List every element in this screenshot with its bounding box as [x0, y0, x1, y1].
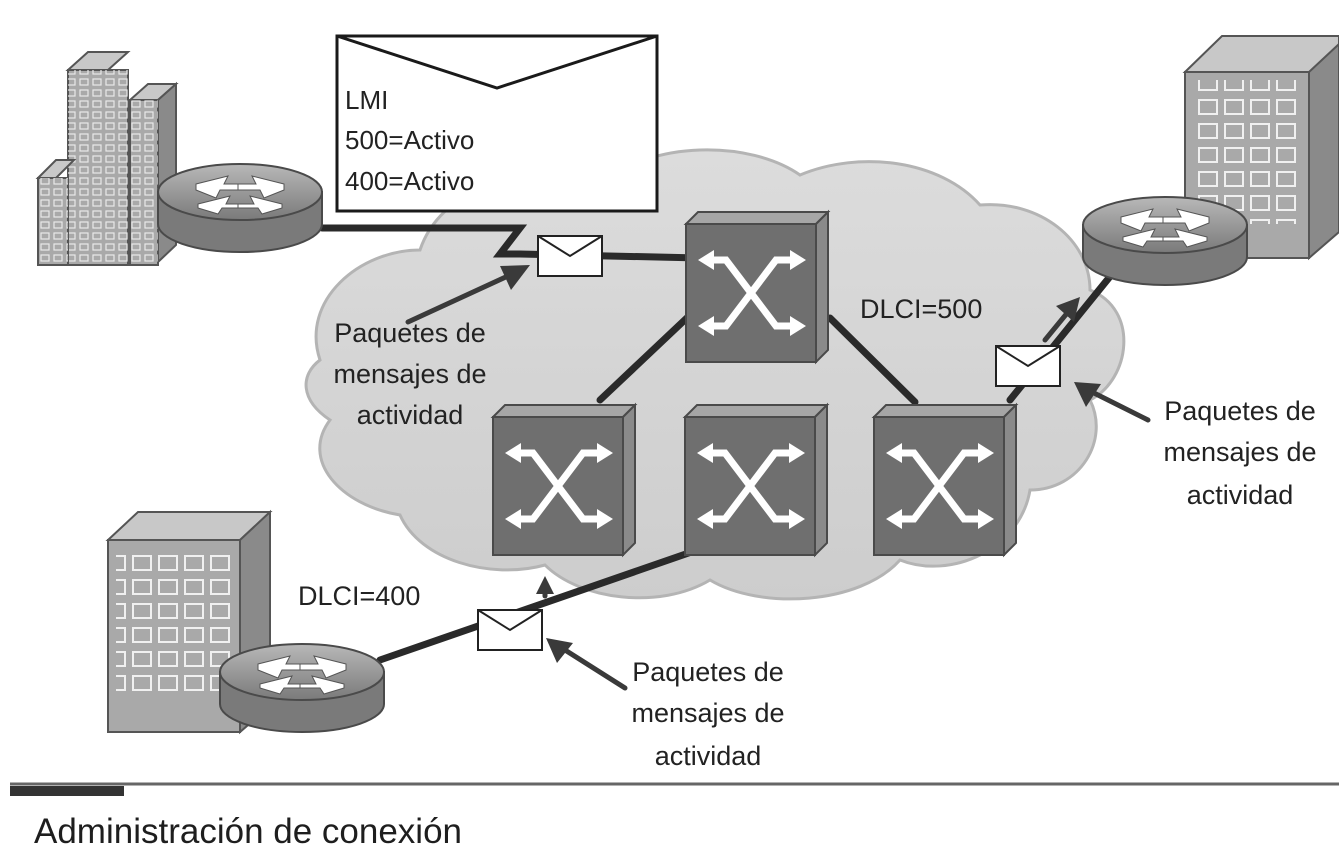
keepalive-envelope-bottom: [477, 609, 543, 651]
router-top-right: [1082, 196, 1248, 286]
link-switch-top-to-left: [596, 311, 694, 404]
switch-top: [686, 212, 828, 362]
keepalive-label-right: Paquetes de mensajes de actividad: [1163, 396, 1316, 510]
switch-bottom-right: [874, 405, 1016, 555]
keepalive-left-line3: actividad: [357, 400, 464, 430]
keepalive-left-line2: mensajes de: [333, 359, 486, 389]
lmi-status-400: 400=Activo: [345, 166, 474, 196]
building-top-left: [35, 51, 179, 266]
keepalive-label-left: Paquetes de mensajes de actividad: [333, 318, 486, 430]
keepalive-right-line3: actividad: [1187, 480, 1294, 510]
keepalive-bottom-line2: mensajes de: [631, 698, 784, 728]
figure-caption: Administración de conexión: [34, 812, 463, 851]
keepalive-envelope-left: [537, 235, 603, 277]
keepalive-left-line1: Paquetes de: [334, 318, 486, 348]
keepalive-right-line1: Paquetes de: [1164, 396, 1316, 426]
link-switch-top-to-right: [826, 314, 919, 406]
keepalive-envelope-right: [995, 345, 1061, 387]
switch-bottom-middle: [685, 405, 827, 555]
lmi-title: LMI: [345, 85, 388, 115]
footer-rule: [10, 782, 1339, 796]
router-bottom-left: [219, 643, 385, 733]
lmi-frame: LMI 500=Activo 400=Activo: [335, 34, 659, 213]
keepalive-bottom-line1: Paquetes de: [632, 657, 784, 687]
switch-bottom-left: [493, 405, 635, 555]
router-top-left: [157, 163, 323, 253]
lmi-status-500: 500=Activo: [345, 125, 474, 155]
keepalive-right-line2: mensajes de: [1163, 437, 1316, 467]
keepalive-label-bottom: Paquetes de mensajes de actividad: [631, 657, 784, 771]
keepalive-bottom-line3: actividad: [655, 741, 762, 771]
dlci-400-label: DLCI=400: [298, 581, 420, 611]
dlci-500-label: DLCI=500: [860, 294, 982, 324]
arrows: [405, 265, 1151, 691]
